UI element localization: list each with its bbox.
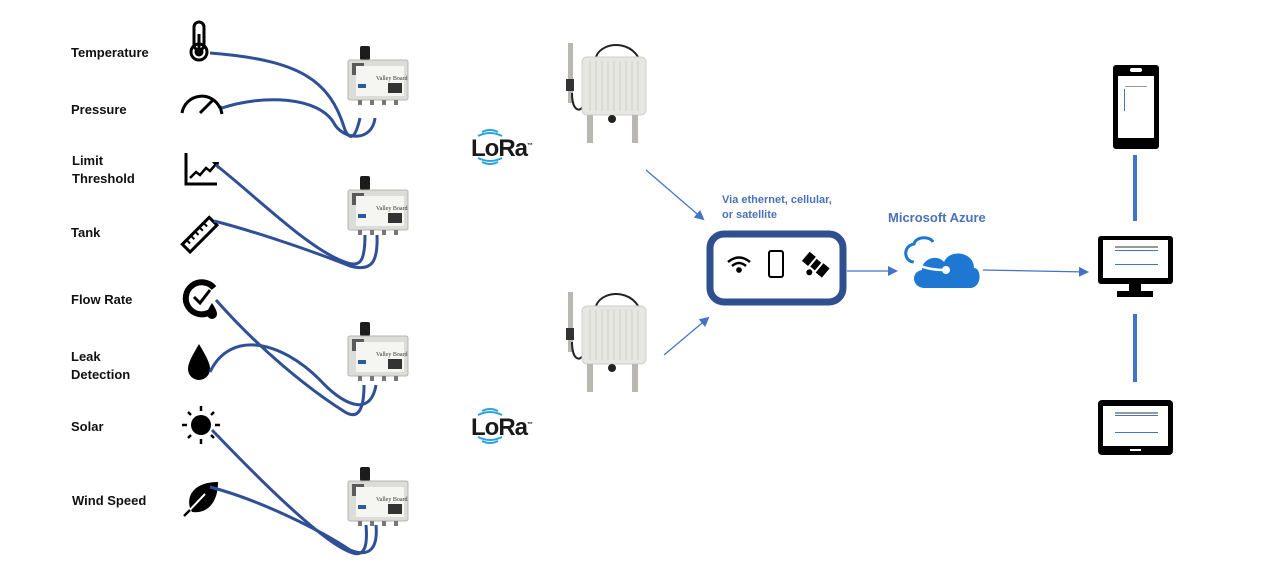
- connector-line: [1133, 155, 1137, 221]
- lora-logo: LoRa™: [471, 414, 533, 441]
- trend-chart-icon: [184, 153, 219, 186]
- wifi-icon: [727, 256, 751, 273]
- tablet-icon: [1098, 400, 1173, 455]
- valley-board-device: [347, 45, 409, 106]
- mobile-phone-icon: [768, 250, 784, 278]
- sensor-cables: [208, 51, 379, 556]
- gauge-icon: [180, 94, 224, 115]
- leaf-icon: [183, 482, 218, 517]
- lora-logo: LoRa™: [471, 135, 533, 162]
- valley-board-device: [347, 466, 409, 527]
- sensor-label-tank: Tank: [71, 225, 101, 240]
- valley-board-device: [347, 321, 409, 382]
- satellite-icon: [801, 251, 830, 278]
- arrow: [663, 316, 710, 356]
- smartphone-icon: [1113, 65, 1159, 149]
- sensor-label-threshold: Threshold: [72, 171, 135, 186]
- lora-gateway: [565, 291, 647, 393]
- desktop-monitor-icon: [1098, 236, 1173, 297]
- sensor-label-temperature: Temperature: [71, 45, 149, 60]
- azure-label: Microsoft Azure: [888, 210, 986, 225]
- sensor-label-detection: Detection: [71, 367, 131, 382]
- arrow: [982, 266, 1089, 277]
- sensor-label-solar: Solar: [71, 419, 104, 434]
- sensor-label-limit: Limit: [72, 153, 104, 168]
- arrow: [645, 169, 705, 221]
- ruler-icon: [180, 215, 220, 255]
- sun-icon: [182, 406, 220, 444]
- connectivity-box: [706, 230, 847, 306]
- connectivity-caption-line2: or satellite: [722, 209, 778, 221]
- water-drop-icon: [188, 344, 210, 380]
- sensor-label-flow-rate: Flow Rate: [71, 292, 133, 307]
- valley-board-device: [347, 175, 409, 236]
- lora-waves-icon: [477, 129, 503, 444]
- sensor-label-pressure: Pressure: [71, 102, 127, 117]
- connector-line: [1133, 314, 1137, 382]
- azure-cloud-icon: [904, 236, 980, 288]
- lora-gateway: [565, 42, 647, 144]
- thermometer-icon: [189, 20, 209, 62]
- sensor-label-leak: Leak: [71, 349, 101, 364]
- flow-meter-icon: [182, 279, 217, 319]
- sensor-label-wind-speed: Wind Speed: [72, 493, 147, 508]
- connectivity-caption-line1: Via ethernet, cellular,: [722, 194, 832, 206]
